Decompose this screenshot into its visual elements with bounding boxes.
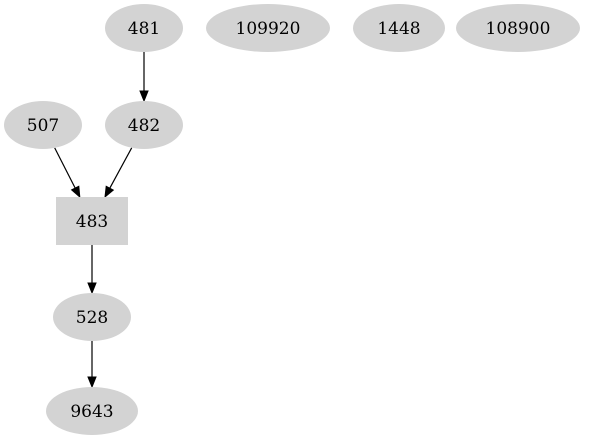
node-label: 483 <box>76 212 108 232</box>
node-ellipse <box>53 293 131 341</box>
arrowhead-icon <box>87 282 97 295</box>
edge-483-to-528 <box>87 245 97 295</box>
node-507[interactable]: 507 <box>4 101 82 149</box>
node-ellipse <box>4 101 82 149</box>
edge-507-to-483 <box>54 147 81 199</box>
node-481[interactable]: 481 <box>105 4 183 52</box>
arrowhead-icon <box>139 90 149 103</box>
node-1448[interactable]: 1448 <box>353 4 445 52</box>
node-label: 109920 <box>236 19 301 39</box>
edge-528-to-9643 <box>87 341 97 389</box>
arrowhead-icon <box>70 185 81 199</box>
nodes-layer: 481 109920 1448 108900 507 482 483 528 9643 <box>4 4 580 435</box>
node-ellipse <box>456 4 580 52</box>
node-ellipse <box>105 4 183 52</box>
node-label: 9643 <box>70 402 113 422</box>
edge-line <box>109 147 133 189</box>
node-ellipse <box>353 4 445 52</box>
node-label: 507 <box>27 116 59 136</box>
node-108900[interactable]: 108900 <box>456 4 580 52</box>
edge-481-to-482 <box>139 52 149 103</box>
node-ellipse <box>206 4 330 52</box>
node-label: 528 <box>76 308 108 328</box>
node-label: 1448 <box>377 19 420 39</box>
node-482[interactable]: 482 <box>105 101 183 149</box>
edge-482-to-483 <box>104 147 133 199</box>
node-ellipse <box>105 101 183 149</box>
node-528[interactable]: 528 <box>53 293 131 341</box>
node-label: 108900 <box>486 19 551 39</box>
edges-layer <box>54 52 149 389</box>
node-483[interactable]: 483 <box>56 197 128 245</box>
node-9643[interactable]: 9643 <box>46 387 138 435</box>
node-109920[interactable]: 109920 <box>206 4 330 52</box>
arrowhead-icon <box>87 376 97 389</box>
edge-line <box>54 147 76 189</box>
node-ellipse <box>46 387 138 435</box>
node-label: 481 <box>128 19 160 39</box>
arrowhead-icon <box>104 185 115 199</box>
node-label: 482 <box>128 116 160 136</box>
node-box <box>56 197 128 245</box>
